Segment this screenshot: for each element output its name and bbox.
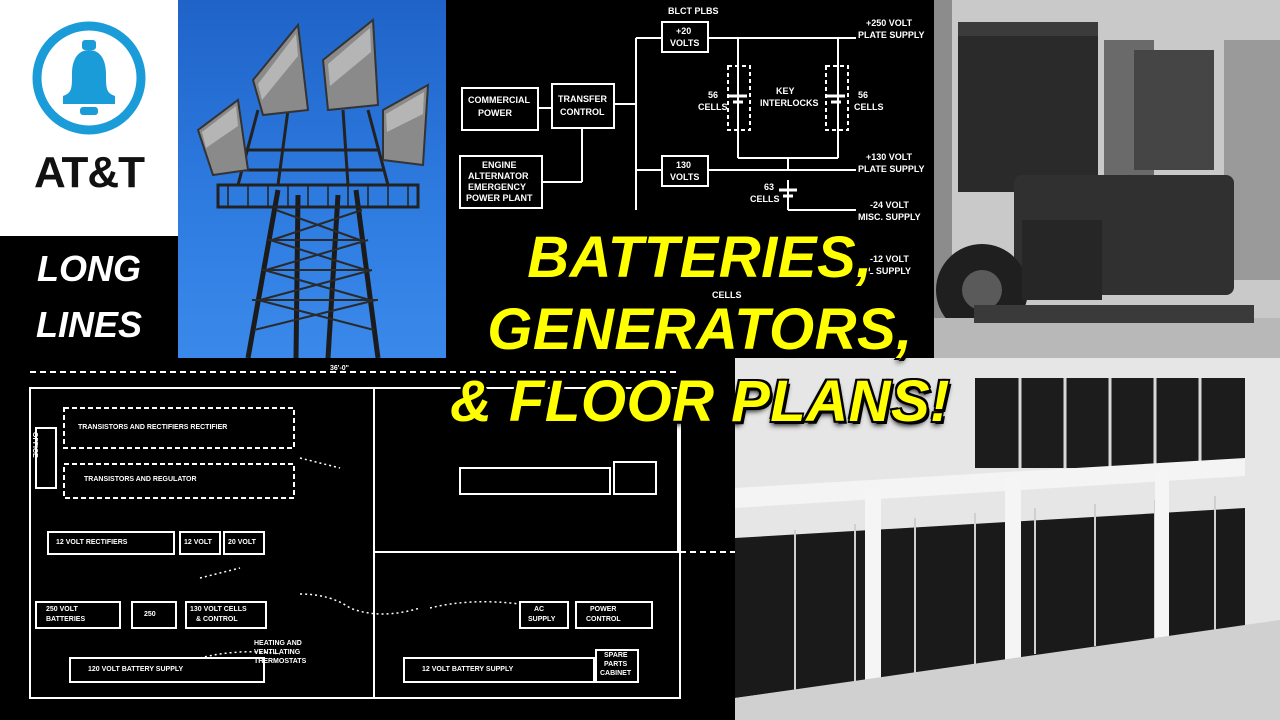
cells-right-label: CELLS	[854, 102, 884, 112]
supply-ac-line1: AC	[534, 606, 545, 613]
spare-parts-line2: PARTS	[604, 661, 628, 668]
schematic-top-label: BLCT PLBS	[668, 6, 719, 16]
headline-line1: BATTERIES,	[527, 225, 873, 290]
transfer-control-line2: CONTROL	[560, 107, 605, 117]
control-power-line1: POWER	[590, 606, 617, 613]
battery-supply-12-label: 12 VOLT BATTERY SUPPLY	[422, 666, 514, 673]
key-interlocks-line1: KEY	[776, 86, 795, 96]
volts-top-value: +20	[676, 26, 692, 36]
cells-left-label: CELLS	[698, 102, 728, 112]
microwave-tower-image	[196, 18, 430, 358]
heating-line3: THERMOSTATS	[254, 658, 307, 665]
dimension-label: 36'-0"	[330, 365, 349, 372]
commercial-power-line1: COMMERCIAL	[468, 95, 530, 105]
series-label-panel: LONG LINES	[0, 236, 178, 358]
att-logo-panel: AT&T	[0, 0, 178, 236]
supply-3-line2: MISC. SUPPLY	[858, 212, 921, 222]
att-logo-text: AT&T	[33, 148, 145, 197]
supply-3-line1: -24 VOLT	[870, 200, 909, 210]
engine-line4: POWER PLANT	[466, 193, 533, 203]
supply-1-line2: PLATE SUPPLY	[858, 30, 925, 40]
cells-right-count: 56	[858, 90, 869, 100]
heating-line2: VENTILATING	[254, 649, 301, 656]
heating-line1: HEATING AND	[254, 640, 302, 647]
control-130-line1: 130 VOLT CELLS	[190, 606, 247, 613]
floor-row2-label: TRANSISTORS AND REGULATOR	[84, 476, 197, 483]
box-250-label: 250	[144, 611, 156, 618]
volts-top-unit: VOLTS	[670, 38, 700, 48]
generator-photo	[934, 0, 1280, 358]
commercial-power-line2: POWER	[478, 108, 513, 118]
supply-2-line1: +130 VOLT	[866, 152, 913, 162]
batteries-250-line2: BATTERIES	[46, 616, 86, 623]
spare-parts-line1: SPARE	[604, 652, 628, 659]
power-schematic-diagram: BLCT PLBS COMMERCIAL POWER TRANSFER CONT…	[446, 0, 934, 300]
floor-plan-diagram: 36'-0" OFFICE TRANSISTORS AND RECTIFIERS…	[0, 358, 735, 720]
key-interlocks-line2: INTERLOCKS	[760, 98, 819, 108]
battery-rack-image	[735, 358, 1280, 720]
microwave-tower-photo	[178, 0, 446, 358]
volt-20-label: 20 VOLT	[228, 539, 256, 546]
supply-4-line1: -12 VOLT	[870, 254, 909, 264]
supply-2-line2: PLATE SUPPLY	[858, 164, 925, 174]
headline: BATTERIES, GENERATORS, & FLOOR PLANS!	[380, 222, 1020, 438]
control-130-line2: & CONTROL	[196, 616, 238, 623]
office-label: OFFICE	[31, 432, 38, 458]
series-label-line2: LINES	[35, 304, 142, 345]
headline-line2: GENERATORS,	[487, 297, 913, 362]
supply-4-line2: FIL SUPPLY	[860, 266, 912, 276]
floor-row1-label: TRANSISTORS AND RECTIFIERS RECTIFIER	[78, 424, 228, 431]
transfer-control-line1: TRANSFER	[558, 94, 607, 104]
cells-bottom-count: 63	[764, 182, 775, 192]
volt-12-label: 12 VOLT	[184, 539, 212, 546]
rectifiers-12-label: 12 VOLT RECTIFIERS	[56, 539, 128, 546]
supply-ac-line2: SUPPLY	[528, 616, 556, 623]
engine-line3: EMERGENCY	[468, 182, 527, 192]
cells-left-count: 56	[708, 90, 719, 100]
battery-room-photo	[735, 358, 1280, 720]
engine-line2: ALTERNATOR	[468, 171, 529, 181]
generator-image	[934, 0, 1280, 358]
supply-1-line1: +250 VOLT	[866, 18, 913, 28]
schematic-lines	[459, 21, 856, 211]
series-label-line1: LONG	[37, 248, 141, 289]
volts-bottom-unit: VOLTS	[670, 172, 700, 182]
engine-line1: ENGINE	[482, 160, 517, 170]
cells-partial-label: CELLS	[712, 290, 742, 300]
volts-bottom-value: 130	[676, 160, 692, 170]
control-power-line2: CONTROL	[586, 616, 621, 623]
battery-supply-120-label: 120 VOLT BATTERY SUPPLY	[88, 666, 184, 673]
bell-logo-icon	[32, 21, 146, 135]
batteries-250-line1: 250 VOLT	[46, 606, 78, 613]
spare-parts-line3: CABINET	[600, 670, 632, 677]
cells-bottom-label: CELLS	[750, 194, 780, 204]
floor-plan-lines	[29, 371, 735, 699]
headline-line3: & FLOOR PLANS!	[450, 369, 950, 434]
